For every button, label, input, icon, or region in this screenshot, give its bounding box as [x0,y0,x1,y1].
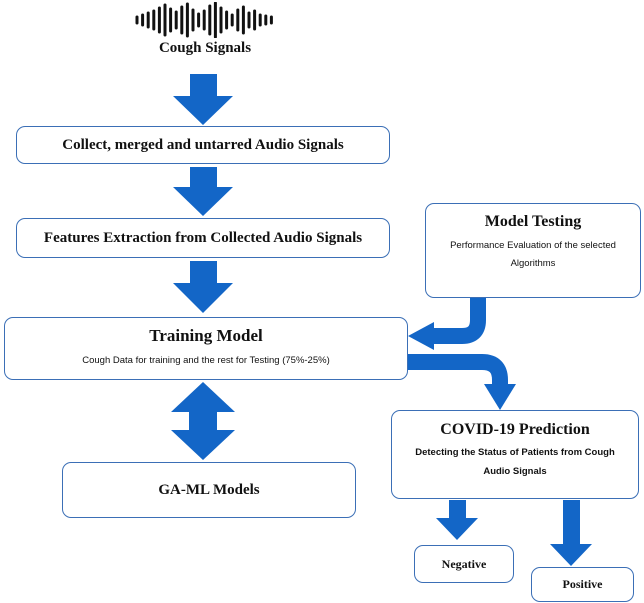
curved-arrow-testing [432,296,486,344]
down-arrow-3 [173,261,233,313]
down-arrow-negative [436,500,478,540]
down-arrow-positive [550,500,592,566]
training-model-title: Training Model [149,326,263,345]
model-testing-title: Model Testing [484,213,582,230]
negative-box: Negative [414,545,514,583]
down-arrow-1 [173,74,233,125]
positive-box: Positive [531,567,634,602]
covid-prediction-subtitle: Detecting the Status of Patients from Co… [415,447,615,477]
cough-signals-label: Cough Signals [158,40,252,56]
feature-extraction-label: Features Extraction from Collected Audio… [43,229,363,246]
ga-ml-box: GA-ML Models [62,462,356,518]
curved-arrow-prediction [406,354,508,386]
down-arrow-2 [173,167,233,216]
covid-prediction-title: COVID-19 Prediction [440,421,590,438]
collect-audio-label: Collect, merged and untarred Audio Signa… [62,136,344,153]
feature-extraction-box: Features Extraction from Collected Audio… [16,218,390,258]
double-arrow [171,382,235,460]
training-model-box: Training Model Cough Data for training a… [4,317,408,380]
model-testing-box: Model Testing Performance Evaluation of … [425,203,641,298]
training-model-subtitle: Cough Data for training and the rest for… [82,355,330,366]
sound-wave-icon [135,2,273,38]
covid-prediction-box: COVID-19 Prediction Detecting the Status… [391,410,639,499]
model-testing-subtitle: Performance Evaluation of the selected A… [450,240,616,270]
collect-audio-box: Collect, merged and untarred Audio Signa… [16,126,390,164]
ga-ml-label: GA-ML Models [158,481,260,498]
negative-label: Negative [441,556,487,571]
positive-label: Positive [562,577,603,591]
